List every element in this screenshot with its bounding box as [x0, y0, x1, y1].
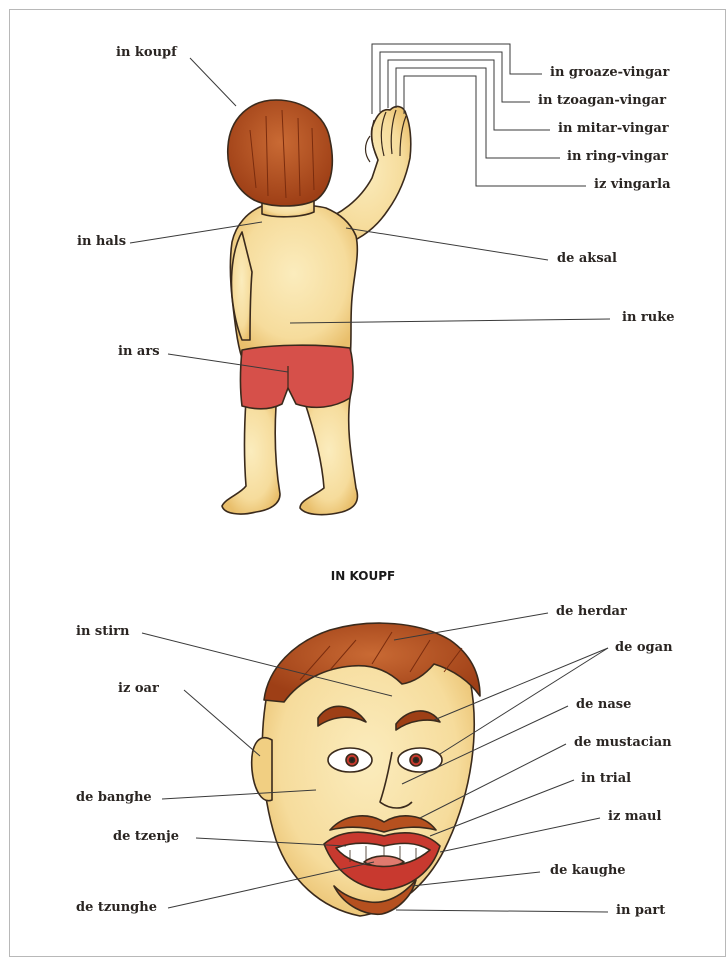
label-ring-finger: in ring-vingar	[567, 149, 668, 165]
face-figure	[252, 623, 480, 916]
label-ear: iz oar	[118, 681, 159, 697]
label-nose: de nase	[576, 697, 631, 713]
label-middle-finger: in mitar-vingar	[558, 121, 669, 137]
label-shoulder: de aksal	[557, 251, 617, 267]
label-beard: in part	[616, 903, 665, 919]
label-teeth: de tzenje	[113, 829, 179, 845]
body-figure	[222, 100, 411, 515]
right-leg	[300, 398, 357, 515]
label-tongue: de tzunghe	[76, 900, 157, 916]
shorts	[241, 345, 354, 409]
face-section-heading: IN KOUPF	[0, 569, 726, 583]
label-buttocks: in ars	[118, 344, 160, 360]
label-philtrum: in trial	[581, 771, 631, 787]
label-head: in koupf	[116, 45, 177, 61]
label-little-finger: iz vingarla	[594, 177, 671, 193]
label-index-finger: in tzoagan-vingar	[538, 93, 666, 109]
head-hair	[228, 100, 333, 206]
label-eyes: de ogan	[615, 640, 673, 656]
label-mustache: de mustacian	[574, 735, 672, 751]
label-neck: in hals	[77, 234, 126, 250]
label-mouth: iz maul	[608, 809, 661, 825]
label-chin: de kaughe	[550, 863, 626, 879]
label-hair: de herdar	[556, 604, 627, 620]
left-leg	[222, 400, 280, 514]
label-forehead: in stirn	[76, 624, 129, 640]
label-cheek: de banghe	[76, 790, 152, 806]
ear	[252, 738, 272, 801]
label-thumb: in groaze-vingar	[550, 65, 669, 81]
label-back: in ruke	[622, 310, 675, 326]
